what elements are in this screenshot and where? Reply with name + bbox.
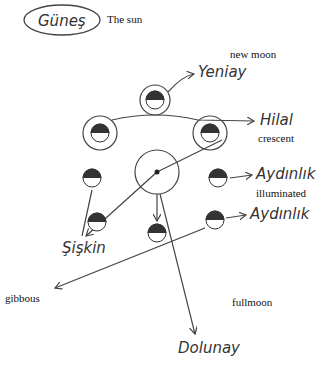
leader-line xyxy=(156,194,157,221)
leader-line xyxy=(112,115,254,121)
leader-line xyxy=(226,215,246,218)
moon xyxy=(88,213,106,231)
node-title: Güneş xyxy=(38,12,86,30)
turkish-label: Aydınlık xyxy=(250,206,309,223)
english-label: crescent xyxy=(258,132,294,144)
turkish-label: Şişkin xyxy=(62,240,106,257)
leader-line xyxy=(160,194,195,334)
english-label: illuminated xyxy=(256,187,306,199)
turkish-label: Yeniay xyxy=(198,64,247,81)
sun-ellipse: GüneşThe sun xyxy=(23,4,101,36)
turkish-label: Dolunay xyxy=(178,340,240,357)
moon xyxy=(206,211,224,229)
moon-ring xyxy=(140,85,170,115)
earth-dot xyxy=(155,170,160,175)
leader-line xyxy=(157,140,222,172)
moon xyxy=(201,124,219,142)
moon xyxy=(146,91,164,109)
moon-ring xyxy=(83,116,117,150)
leader-line xyxy=(230,175,252,178)
moon xyxy=(148,224,166,242)
turkish-label: Hilal xyxy=(260,112,293,129)
moon xyxy=(91,124,109,142)
moon-ring xyxy=(193,116,227,150)
english-label: gibbous xyxy=(5,292,40,304)
leader-line xyxy=(82,190,92,236)
leader-line xyxy=(168,74,194,92)
english-label: fullmoon xyxy=(232,296,272,308)
leader-line xyxy=(55,228,205,288)
earth-circle xyxy=(135,150,179,194)
english-caption: The sun xyxy=(107,13,142,25)
english-label: new moon xyxy=(230,48,276,60)
turkish-label: Aydınlık xyxy=(256,166,315,183)
moon xyxy=(209,169,227,187)
moon xyxy=(83,169,101,187)
